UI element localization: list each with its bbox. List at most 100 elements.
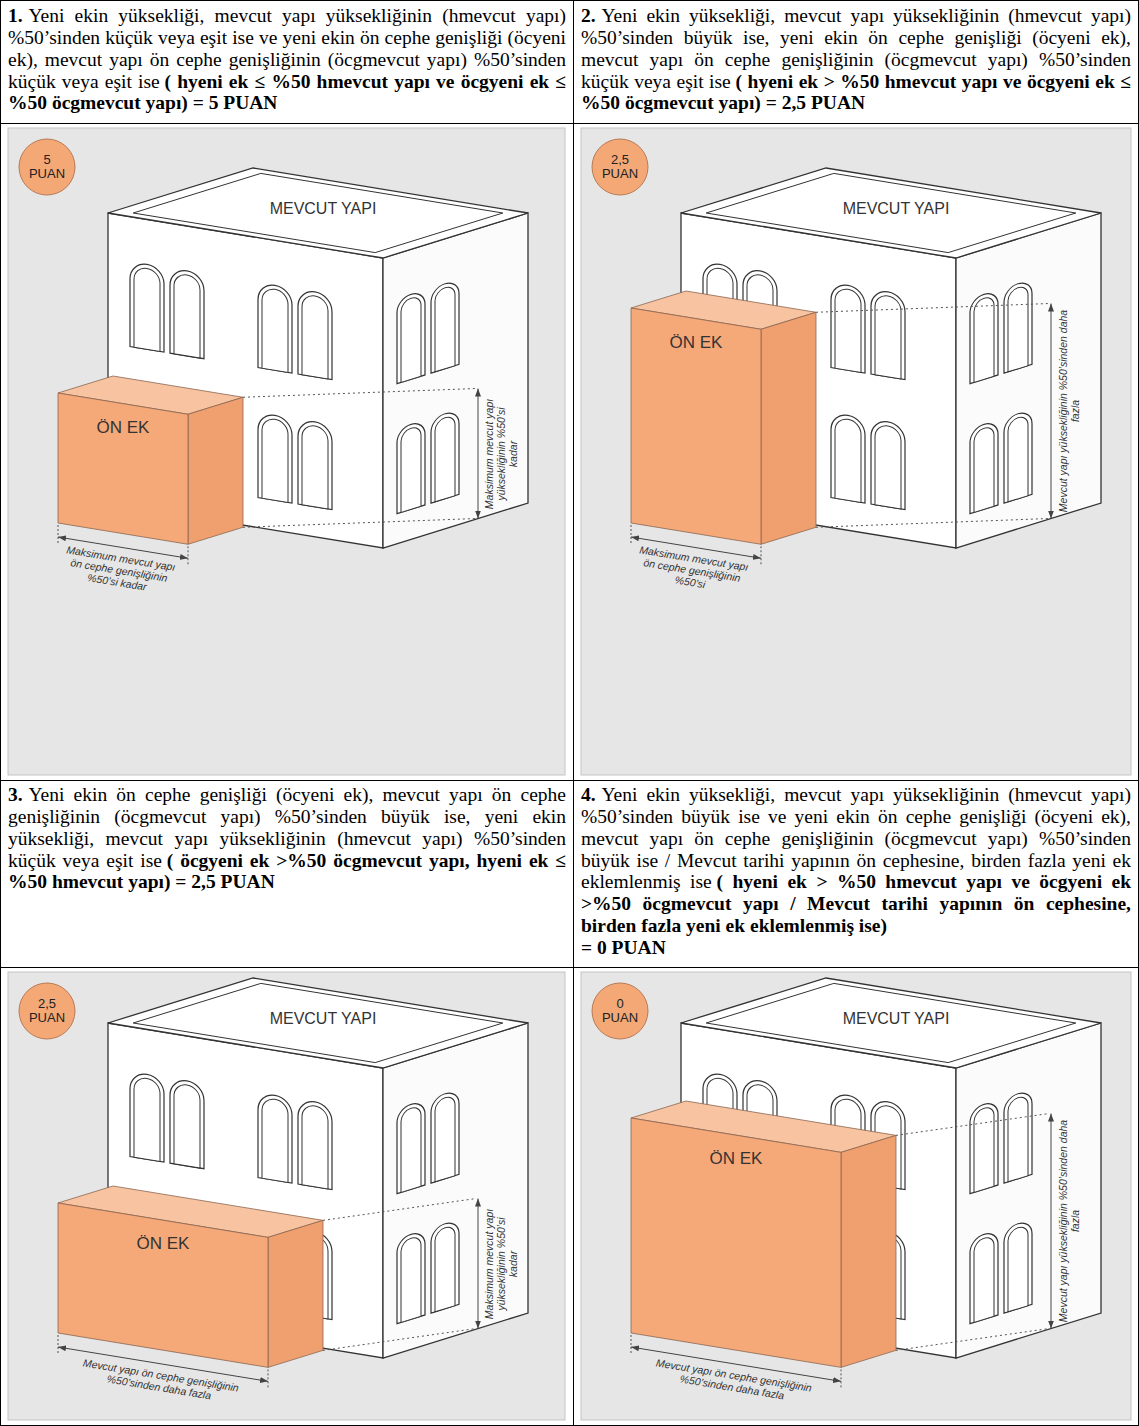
arched-window <box>130 1072 164 1163</box>
table-rule <box>0 967 1139 968</box>
criterion-cell: 1.Yeni ekin yüksekliği, mevcut yapı yüks… <box>1 1 573 123</box>
addition-side <box>761 312 816 544</box>
arched-window <box>298 419 332 510</box>
dimension-guide <box>896 1114 1049 1136</box>
arched-window <box>302 424 328 509</box>
table-rule <box>573 0 574 1426</box>
score-badge: 2,5 PUAN <box>591 138 649 196</box>
score-value: 2,5 PUAN <box>24 997 70 1025</box>
score-value: 0 PUAN <box>597 997 643 1025</box>
score-value: 5 PUAN <box>24 153 70 181</box>
table-rule <box>0 780 1139 781</box>
arched-window <box>170 1078 204 1169</box>
arched-window <box>1004 409 1032 503</box>
addition-label: ÖN EK <box>58 1234 268 1254</box>
addition-front <box>631 308 761 544</box>
addition-front <box>631 1118 841 1367</box>
arched-window <box>397 1230 425 1324</box>
arched-window <box>298 289 332 380</box>
roof-parapet <box>681 978 1101 1068</box>
arched-window <box>970 1230 998 1324</box>
arched-window <box>262 417 288 502</box>
arched-window <box>831 413 865 504</box>
arched-window <box>431 1089 459 1183</box>
roof-parapet <box>681 168 1101 258</box>
arched-window <box>1008 415 1028 502</box>
side-wall <box>956 213 1101 548</box>
arched-window <box>970 1100 998 1194</box>
dimension-guide <box>243 519 476 528</box>
figure-g <box>58 168 528 564</box>
front-addition-box: ÖN EK <box>56 1184 325 1371</box>
height-dimension-arrow <box>478 1199 479 1329</box>
arched-window <box>258 1093 292 1184</box>
score-badge: 2,5 PUAN <box>18 982 76 1040</box>
dimension-guide <box>243 389 476 398</box>
figure-ground <box>581 128 1131 775</box>
roof-inner-edge <box>706 173 1076 252</box>
figure-g <box>631 1101 896 1367</box>
arched-window <box>258 413 292 504</box>
arched-window <box>262 1097 288 1182</box>
arched-window <box>258 283 292 374</box>
arched-window <box>1008 1225 1028 1312</box>
arched-window <box>401 1235 421 1322</box>
addition-drawing <box>629 289 818 548</box>
building-label: MEVCUT YAPI <box>826 200 966 218</box>
dimension-guide <box>816 519 1049 528</box>
figure-ground <box>581 972 1131 1420</box>
arched-window <box>1008 285 1028 372</box>
arched-window <box>871 419 905 510</box>
building-label: MEVCUT YAPI <box>253 200 393 218</box>
arched-window <box>134 1076 160 1161</box>
arched-window <box>974 425 994 512</box>
side-windows <box>397 1089 459 1323</box>
dimension-guide <box>58 525 59 543</box>
side-windows <box>397 279 459 513</box>
side-wall <box>956 1023 1101 1358</box>
score-badge: 0 PUAN <box>591 982 649 1040</box>
height-dimension-arrow <box>1051 1114 1052 1329</box>
arched-window <box>835 287 861 372</box>
side-wall <box>383 1023 528 1358</box>
arched-window <box>435 415 455 502</box>
arched-window <box>262 287 288 372</box>
building-label: MEVCUT YAPI <box>826 1010 966 1028</box>
table-rule <box>0 123 1139 124</box>
front-addition-box: ÖN EK <box>629 289 818 548</box>
badge-circle <box>19 983 75 1039</box>
criterion-cell: 2.Yeni ekin yüksekliği, mevcut yapı yüks… <box>574 1 1138 123</box>
criterion-number: 4. <box>581 784 596 805</box>
side-windows <box>970 279 1032 513</box>
addition-label: ÖN EK <box>631 333 761 353</box>
addition-front <box>58 393 188 544</box>
height-dimension-arrow <box>1051 304 1052 519</box>
criterion-cell: 4.Yeni ekin yüksekliği, mevcut yapı yüks… <box>574 780 1138 967</box>
dimension-label: Maksimum mevcut yapı yüksekliğinin %50’s… <box>483 1205 519 1323</box>
criterion-cell: 3.Yeni ekin ön cephe genişliği (öcyeni e… <box>1 780 573 967</box>
arched-window <box>970 420 998 514</box>
addition-drawing <box>629 1099 898 1371</box>
side-windows <box>970 1089 1032 1323</box>
arched-window <box>397 290 425 384</box>
addition-side <box>188 397 243 544</box>
badge-circle <box>19 139 75 195</box>
arched-window <box>170 268 204 359</box>
roof-inner-edge <box>133 173 503 252</box>
score-badge: 5 PUAN <box>18 138 76 196</box>
arched-window <box>174 273 200 358</box>
arched-window <box>397 420 425 514</box>
front-addition-box: ÖN EK <box>56 374 245 548</box>
building-label: MEVCUT YAPI <box>253 1010 393 1028</box>
arched-window <box>974 1105 994 1192</box>
dimension-guide <box>323 1199 476 1221</box>
arched-window <box>1004 1219 1032 1313</box>
arched-window <box>130 262 164 353</box>
addition-drawing <box>56 374 245 548</box>
arched-window <box>401 1105 421 1192</box>
arched-window <box>302 1104 328 1189</box>
dimension-guide <box>268 1369 269 1387</box>
arched-window <box>1008 1095 1028 1182</box>
figure-ground <box>8 128 565 775</box>
